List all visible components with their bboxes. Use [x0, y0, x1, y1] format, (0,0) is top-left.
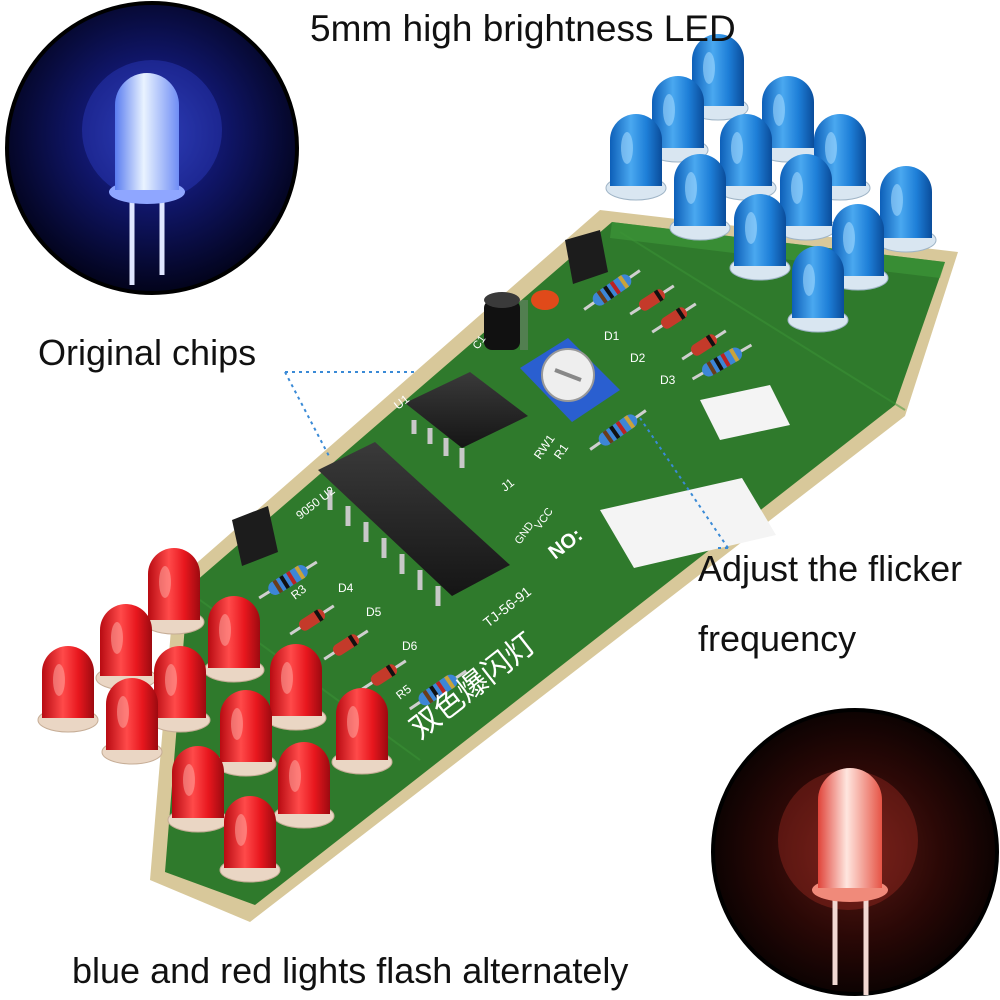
chip-u2 — [318, 442, 510, 606]
transistor-q1 — [565, 230, 608, 284]
capacitor-c1 — [484, 292, 528, 350]
ceramic-capacitor — [531, 290, 559, 310]
pcb-d3-label: D3 — [660, 373, 676, 387]
pcb-d2-label: D2 — [630, 351, 646, 365]
blue-led-icon — [109, 73, 185, 285]
pcb-d1-label: D1 — [604, 329, 620, 343]
red-led-icon — [812, 768, 888, 995]
pcb-d6-label: D6 — [402, 639, 418, 653]
pcb-d5-label: D5 — [366, 605, 382, 619]
adjust-caption-line1: Adjust the flicker — [698, 548, 963, 589]
callout-lines — [284, 371, 729, 549]
red-led-inset — [711, 708, 999, 996]
pcb-d4-label: D4 — [338, 581, 354, 595]
adjust-caption-line2: frequency — [698, 618, 857, 659]
chips-caption: Original chips — [38, 332, 257, 373]
top-caption: 5mm high brightness LED — [310, 8, 736, 49]
transistor-q2 — [232, 506, 278, 566]
chip-u1 — [405, 372, 528, 468]
no-label-block — [600, 478, 776, 568]
blue-led-inset — [5, 1, 299, 295]
potentiometer-rw1 — [520, 338, 620, 422]
bottom-caption: blue and red lights flash alternately — [72, 950, 629, 991]
